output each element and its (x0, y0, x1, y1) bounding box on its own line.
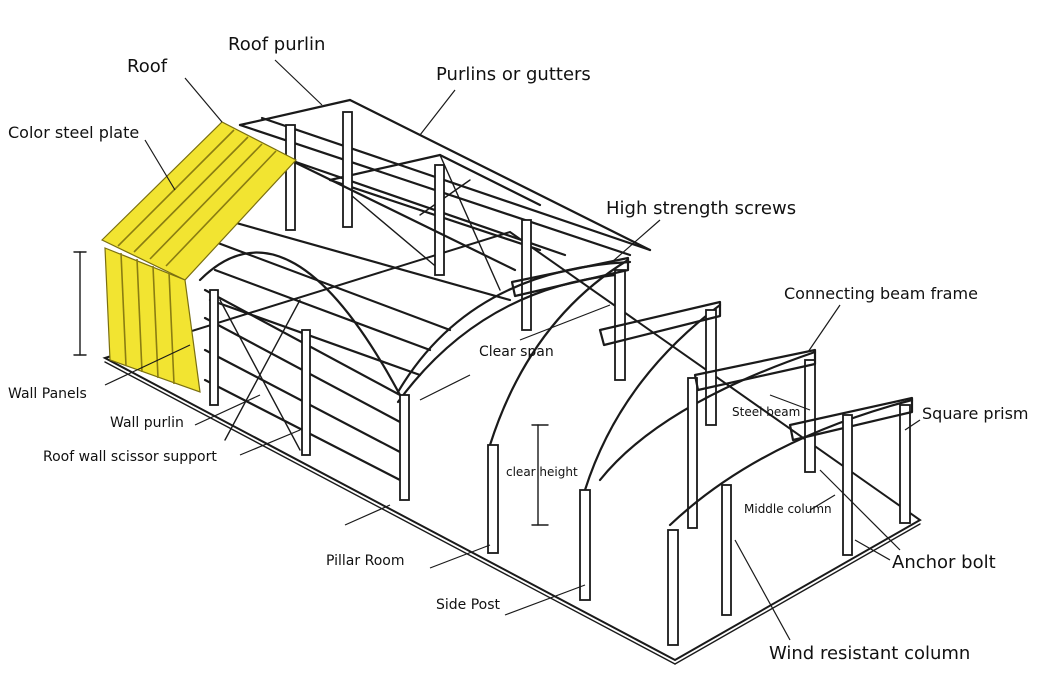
leader-lines (104, 59, 921, 641)
label-clear-height: clear height (506, 465, 578, 479)
slab-edge-right (674, 523, 921, 665)
label-square-prism: Square prism (922, 404, 1029, 423)
label-wall-purlin: Wall purlin (110, 415, 184, 431)
roof-purlins (238, 98, 652, 257)
label-high-strength-screws: High strength screws (606, 198, 796, 219)
portal-frame-4 (667, 396, 914, 646)
label-roof-wall-scissor-support: Roof wall scissor support (43, 449, 217, 465)
scissor-support (219, 299, 301, 451)
gable-arch-back (198, 251, 402, 397)
label-color-steel-plate: Color steel plate (8, 123, 139, 142)
wall-height-dimension (73, 251, 87, 356)
label-wind-resistant-column: Wind resistant column (769, 643, 970, 664)
label-pillar-room: Pillar Room (326, 553, 404, 569)
back-columns (285, 111, 532, 331)
label-roof-purlin: Roof purlin (228, 34, 325, 55)
label-roof: Roof (127, 56, 168, 77)
slab-edge (104, 361, 676, 665)
color-steel-plate (100, 121, 297, 393)
label-wall-panels: Wall Panels (8, 386, 87, 402)
label-steel-beam: Steel beam (732, 405, 800, 419)
label-anchor-bolt: Anchor bolt (892, 552, 996, 573)
label-middle-column: Middle column (744, 502, 832, 516)
label-purlins-or-gutters: Purlins or gutters (436, 64, 591, 85)
label-clear-span: Clear span (479, 344, 554, 360)
label-side-post: Side Post (436, 597, 501, 613)
clear-height-dimension (531, 424, 549, 526)
label-connecting-beam-frame: Connecting beam frame (784, 284, 978, 303)
portal-frame-3 (598, 348, 817, 529)
portal-frame-2 (579, 300, 722, 601)
gable-columns (209, 289, 410, 501)
